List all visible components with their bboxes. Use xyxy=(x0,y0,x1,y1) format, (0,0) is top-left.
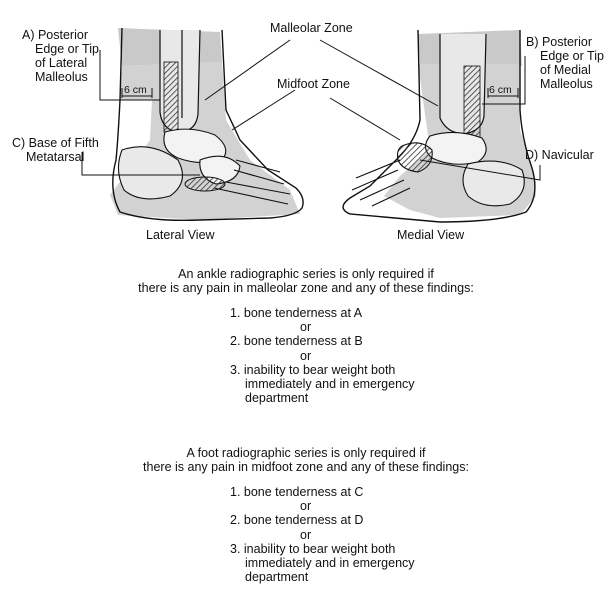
label-b-line: of Medial xyxy=(526,63,604,77)
ankle-criterion: 1. bone tenderness at A xyxy=(230,306,415,320)
label-a-line: of Lateral xyxy=(22,56,99,70)
fifth-metatarsal-hatch xyxy=(185,177,225,191)
medial-view-caption: Medial View xyxy=(397,228,464,242)
label-b-line: Malleolus xyxy=(526,77,604,91)
medial-view-foot xyxy=(343,30,536,222)
foot-criterion: 1. bone tenderness at C xyxy=(230,485,415,499)
cm-label-left: 6 cm xyxy=(124,85,147,96)
foot-intro-line: A foot radiographic series is only requi… xyxy=(0,446,612,460)
label-c-line: Metatarsal xyxy=(12,150,99,164)
medial-talus xyxy=(425,132,486,164)
label-a: A) Posterior Edge or Tip of Lateral Mall… xyxy=(22,28,99,84)
label-a-line: Malleolus xyxy=(22,70,99,84)
label-d: D) Navicular xyxy=(525,148,594,162)
lateral-malleolus-hatch xyxy=(164,62,178,132)
label-a-line: Edge or Tip xyxy=(22,42,99,56)
or-separator: or xyxy=(230,499,415,513)
ankle-criteria: 1. bone tenderness at A or 2. bone tende… xyxy=(230,306,415,405)
medial-calcaneus xyxy=(463,161,524,206)
ankle-criterion: 3. inability to bear weight both xyxy=(230,363,415,377)
label-c: C) Base of Fifth Metatarsal xyxy=(12,136,99,164)
foot-criterion: 3. inability to bear weight both xyxy=(230,542,415,556)
medial-malleolus-hatch xyxy=(464,66,480,138)
label-c-line: C) Base of Fifth xyxy=(12,136,99,150)
foot-criteria: 1. bone tenderness at C or 2. bone tende… xyxy=(230,485,415,584)
label-b: B) Posterior Edge or Tip of Medial Malle… xyxy=(526,35,604,91)
or-separator: or xyxy=(230,528,415,542)
foot-criterion: 2. bone tenderness at D xyxy=(230,513,415,527)
label-b-line: B) Posterior xyxy=(526,35,604,49)
ankle-intro-line: there is any pain in malleolar zone and … xyxy=(0,281,612,295)
foot-intro: A foot radiographic series is only requi… xyxy=(0,446,612,474)
or-separator: or xyxy=(230,349,415,363)
ankle-intro: An ankle radiographic series is only req… xyxy=(0,267,612,295)
foot-criterion-cont: department xyxy=(230,570,415,584)
ankle-criterion: 2. bone tenderness at B xyxy=(230,334,415,348)
lateral-view-caption: Lateral View xyxy=(146,228,215,242)
malleolar-zone-label: Malleolar Zone xyxy=(270,21,353,35)
midfoot-zone-label: Midfoot Zone xyxy=(277,77,350,91)
ankle-intro-line: An ankle radiographic series is only req… xyxy=(0,267,612,281)
ankle-criterion-cont: department xyxy=(230,391,415,405)
or-separator: or xyxy=(230,320,415,334)
midfoot-pointer-right xyxy=(330,98,400,140)
label-a-line: A) Posterior xyxy=(22,28,99,42)
lateral-view-foot xyxy=(110,28,303,220)
label-b-line: Edge or Tip xyxy=(526,49,604,63)
foot-criterion-cont: immediately and in emergency xyxy=(230,556,415,570)
midfoot-pointer-left xyxy=(232,90,295,130)
cm-label-right: 6 cm xyxy=(489,85,512,96)
ankle-criterion-cont: immediately and in emergency xyxy=(230,377,415,391)
foot-intro-line: there is any pain in midfoot zone and an… xyxy=(0,460,612,474)
